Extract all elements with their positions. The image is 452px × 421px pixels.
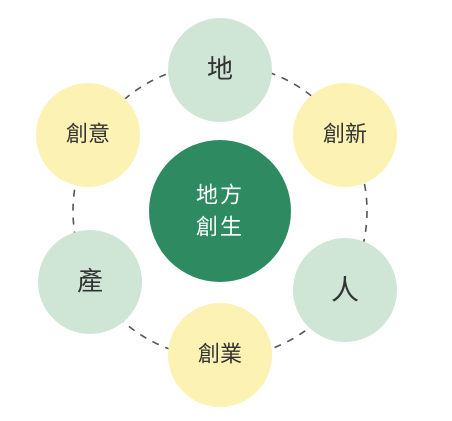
node-chi: 地 [168,18,272,122]
node-sougyou-label: 創業 [198,343,242,368]
node-soui-label: 創意 [66,123,110,148]
center-node-circle [149,140,291,282]
node-soui-circle [36,83,140,187]
node-chi-label: 地 [207,55,233,85]
node-soushin-label: 創新 [323,123,367,148]
node-hito-circle [293,238,397,342]
node-soushin: 創新 [293,83,397,187]
node-sougyou: 創業 [168,303,272,407]
center-label-line1: 地方 [196,184,244,209]
center-node: 地方 創生 [149,140,291,282]
node-sougyou-circle [168,303,272,407]
node-chi-circle [168,18,272,122]
node-soushin-circle [293,83,397,187]
center-label-line2: 創生 [196,216,244,241]
node-san-label: 產 [77,267,103,297]
node-san: 產 [38,230,142,334]
node-soui: 創意 [36,83,140,187]
node-hito-label: 人 [331,274,359,307]
node-hito: 人 [293,238,397,342]
node-san-circle [38,230,142,334]
